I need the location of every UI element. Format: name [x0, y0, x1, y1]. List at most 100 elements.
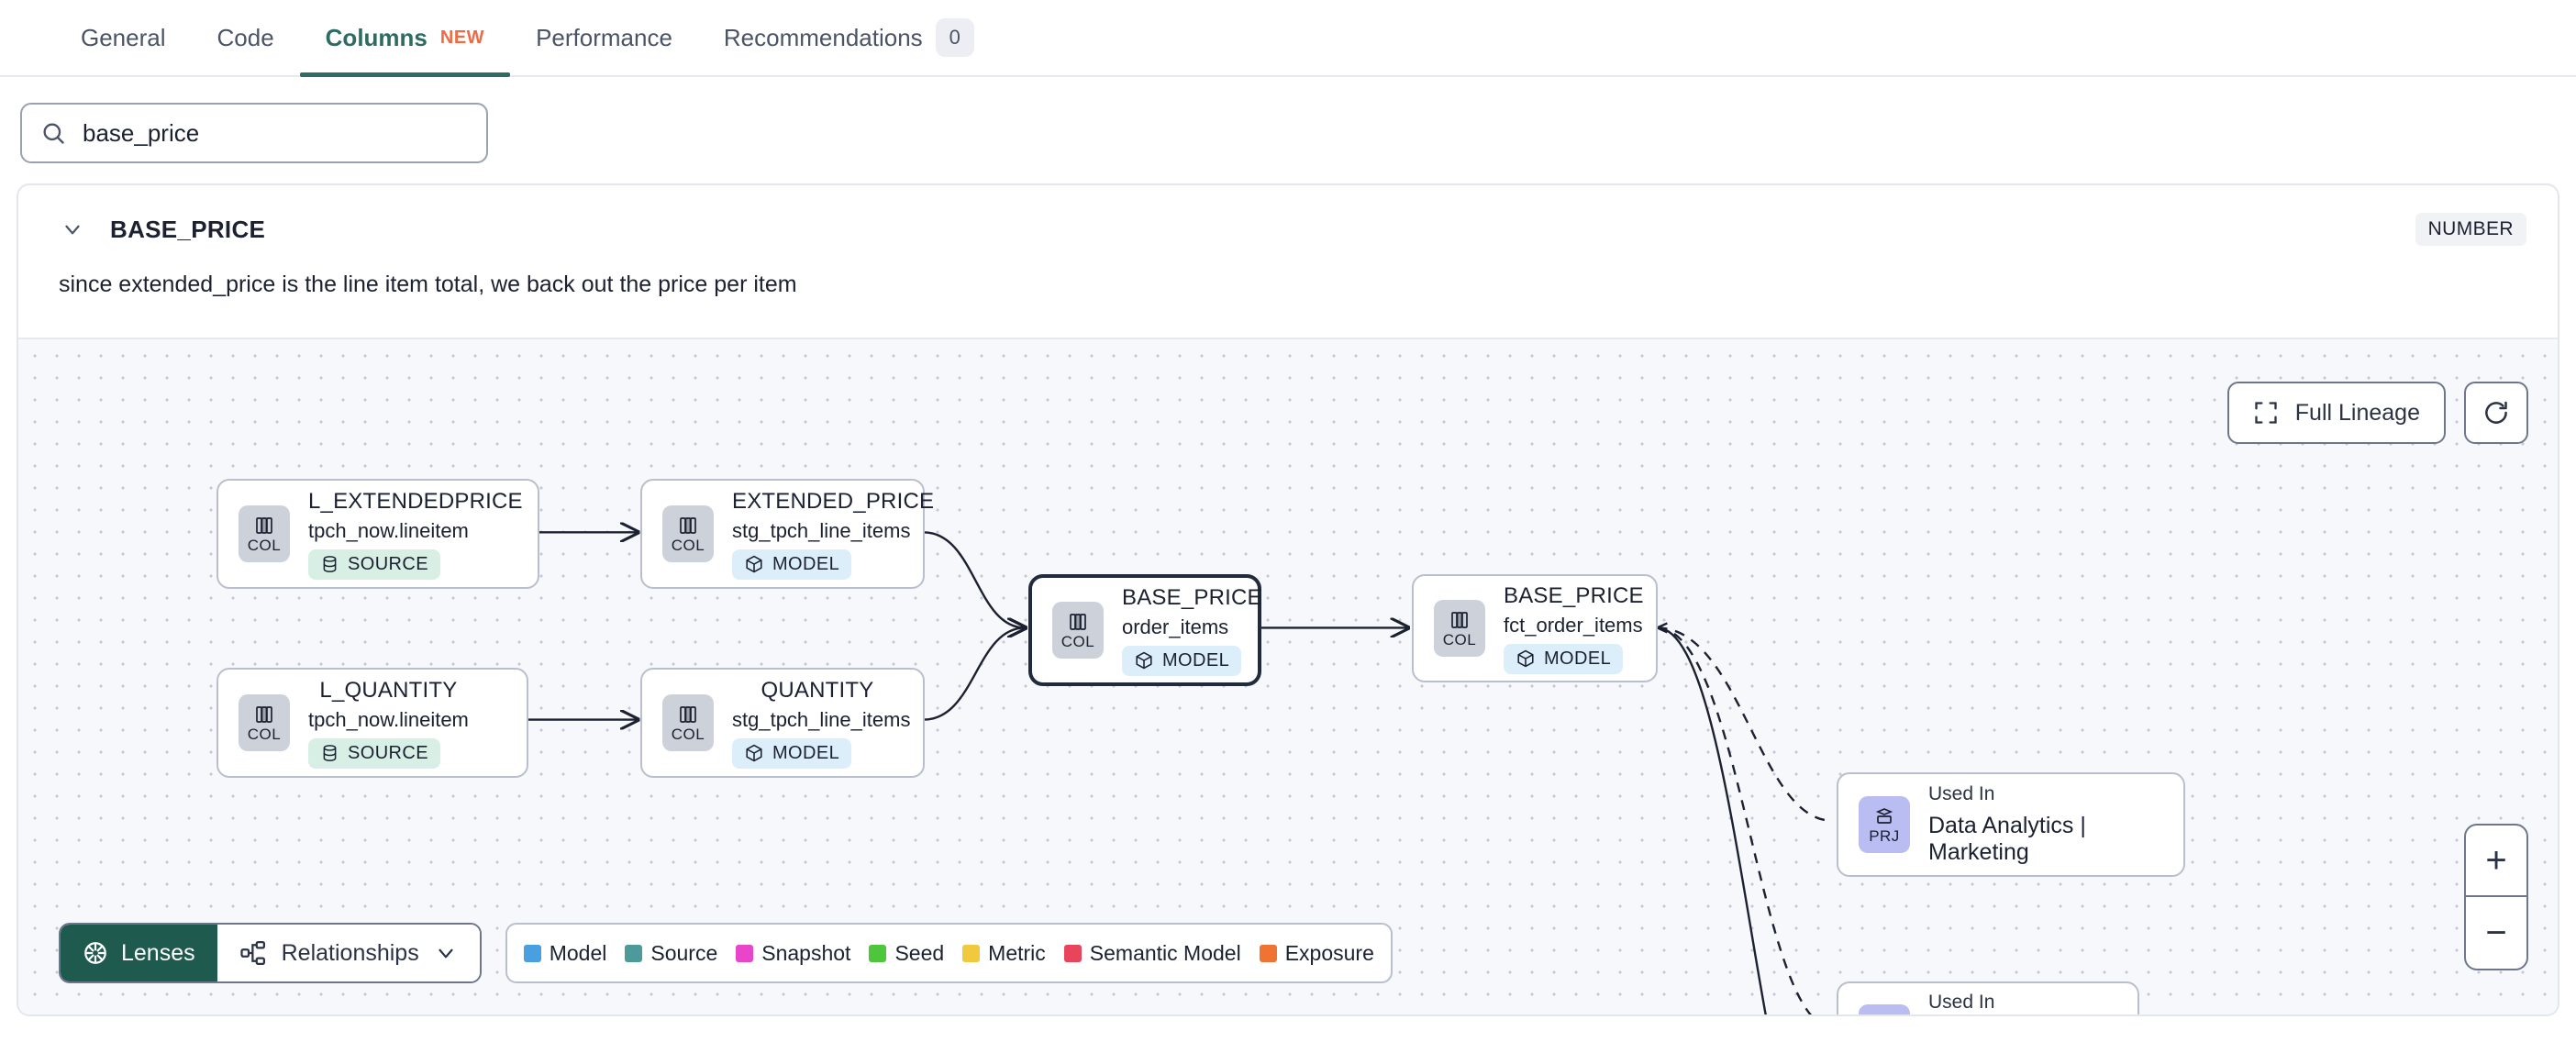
tab-columns-new-badge: NEW [439, 27, 485, 48]
lineage-node-title: BASE_PRICE [1504, 582, 1644, 608]
column-icon: COL [239, 694, 290, 751]
node-badge-label: COL [671, 537, 705, 554]
lineage-node-tag: MODEL [1122, 645, 1242, 676]
zoom-controls[interactable]: + − [2464, 824, 2528, 970]
lineage-node-tag-label: SOURCE [348, 742, 428, 763]
database-icon [320, 743, 339, 763]
column-name: BASE_PRICE [110, 215, 266, 243]
search-input[interactable] [83, 118, 468, 148]
tab-recommendations[interactable]: Recommendations 0 [698, 0, 1000, 75]
lineage-node-subtitle: stg_tpch_line_items [732, 707, 911, 731]
legend-label: Model [549, 940, 607, 965]
legend-swatch [625, 944, 643, 962]
tab-code-label: Code [217, 24, 274, 51]
full-lineage-button[interactable]: Full Lineage [2226, 382, 2446, 444]
column-icon: COL [239, 505, 290, 562]
chevron-down-icon [434, 941, 458, 965]
graph-legend: Model Source Snapshot Seed Metric Semantic Mo… [505, 923, 1393, 983]
tab-code[interactable]: Code [192, 0, 300, 75]
lineage-node-tag-label: MODEL [772, 553, 840, 574]
lineage-node-title: L_EXTENDEDPRICE [308, 488, 523, 514]
legend-swatch [869, 944, 887, 962]
tab-general[interactable]: General [55, 0, 192, 75]
relationships-dropdown[interactable]: Relationships [217, 925, 480, 981]
column-header[interactable]: BASE_PRICE NUMBER [18, 202, 2558, 257]
project-stack-icon: PRJ [1859, 796, 1910, 853]
legend-item-model[interactable]: Model [523, 940, 607, 966]
node-badge-label: COL [671, 726, 705, 743]
search-area [0, 77, 2576, 183]
lineage-edges [527, 339, 1833, 1014]
node-badge-label: COL [247, 537, 282, 554]
lineage-node-tag-label: MODEL [1544, 648, 1612, 669]
zoom-out-button[interactable]: − [2485, 913, 2507, 953]
tab-recommendations-label: Recommendations [723, 24, 923, 51]
lineage-node-subtitle: tpch_now.lineitem [308, 518, 469, 542]
legend-swatch [523, 944, 541, 962]
lineage-node-tag-label: SOURCE [348, 553, 428, 574]
chevron-down-icon[interactable] [61, 217, 84, 241]
lineage-node-subtitle: tpch_now.lineitem [308, 707, 469, 731]
zoom-in-button[interactable]: + [2466, 826, 2526, 897]
node-badge-label: COL [1442, 631, 1477, 648]
tab-columns-label: Columns [325, 24, 427, 51]
tab-bar: General Code Columns NEW Performance Rec… [0, 0, 2576, 77]
lineage-node-relation: Used In [1928, 783, 1995, 804]
lineage-node-tag: MODEL [1504, 643, 1624, 674]
legend-swatch [736, 944, 754, 962]
column-panel: BASE_PRICE NUMBER since extended_price i… [17, 183, 2559, 1016]
aperture-icon [83, 940, 108, 966]
lineage-node-title: EXTENDED_PRICE [732, 488, 935, 514]
lineage-node-tag-label: MODEL [1162, 649, 1230, 671]
graph-bottom-bar: Lenses Relationships [59, 923, 1393, 983]
legend-label: Semantic Model [1089, 940, 1241, 965]
lineage-node-tag: SOURCE [308, 737, 440, 769]
node-badge-label: PRJ [1869, 827, 1900, 845]
lineage-node-tag-label: MODEL [772, 742, 840, 763]
tab-performance-label: Performance [536, 24, 672, 51]
tab-performance[interactable]: Performance [510, 0, 698, 75]
lineage-node-subtitle: stg_tpch_line_items [732, 518, 911, 542]
cube-icon [744, 554, 764, 574]
lenses-label: Lenses [121, 939, 195, 966]
legend-item-exposure[interactable]: Exposure [1259, 941, 1374, 966]
lenses-button[interactable]: Lenses [61, 925, 217, 981]
legend-item-source[interactable]: Source [625, 941, 717, 966]
lineage-node-title: L_QUANTITY [319, 677, 458, 703]
project-stack-icon: PRJ [1859, 1004, 1910, 1014]
relationships-label: Relationships [281, 939, 419, 966]
column-icon: COL [1052, 602, 1104, 659]
relationships-icon [239, 939, 267, 967]
legend-item-seed[interactable]: Seed [869, 941, 944, 966]
cube-icon [1134, 650, 1154, 671]
refresh-button[interactable] [2464, 382, 2528, 444]
column-icon: COL [662, 694, 714, 751]
legend-item-snapshot[interactable]: Snapshot [736, 941, 850, 966]
node-badge-label: COL [1060, 633, 1095, 650]
lineage-node-tag: SOURCE [308, 549, 440, 580]
legend-item-metric[interactable]: Metric [962, 941, 1046, 966]
lineage-node-title: BASE_PRICE [1122, 584, 1262, 610]
lineage-node-relation: Used In [1928, 992, 1995, 1013]
tab-columns[interactable]: Columns NEW [299, 0, 511, 77]
search-box[interactable] [20, 103, 488, 163]
legend-swatch [1063, 944, 1082, 962]
legend-label: Snapshot [761, 940, 851, 965]
refresh-icon [2482, 399, 2510, 427]
legend-item-semantic-model[interactable]: Semantic Model [1063, 940, 1241, 966]
